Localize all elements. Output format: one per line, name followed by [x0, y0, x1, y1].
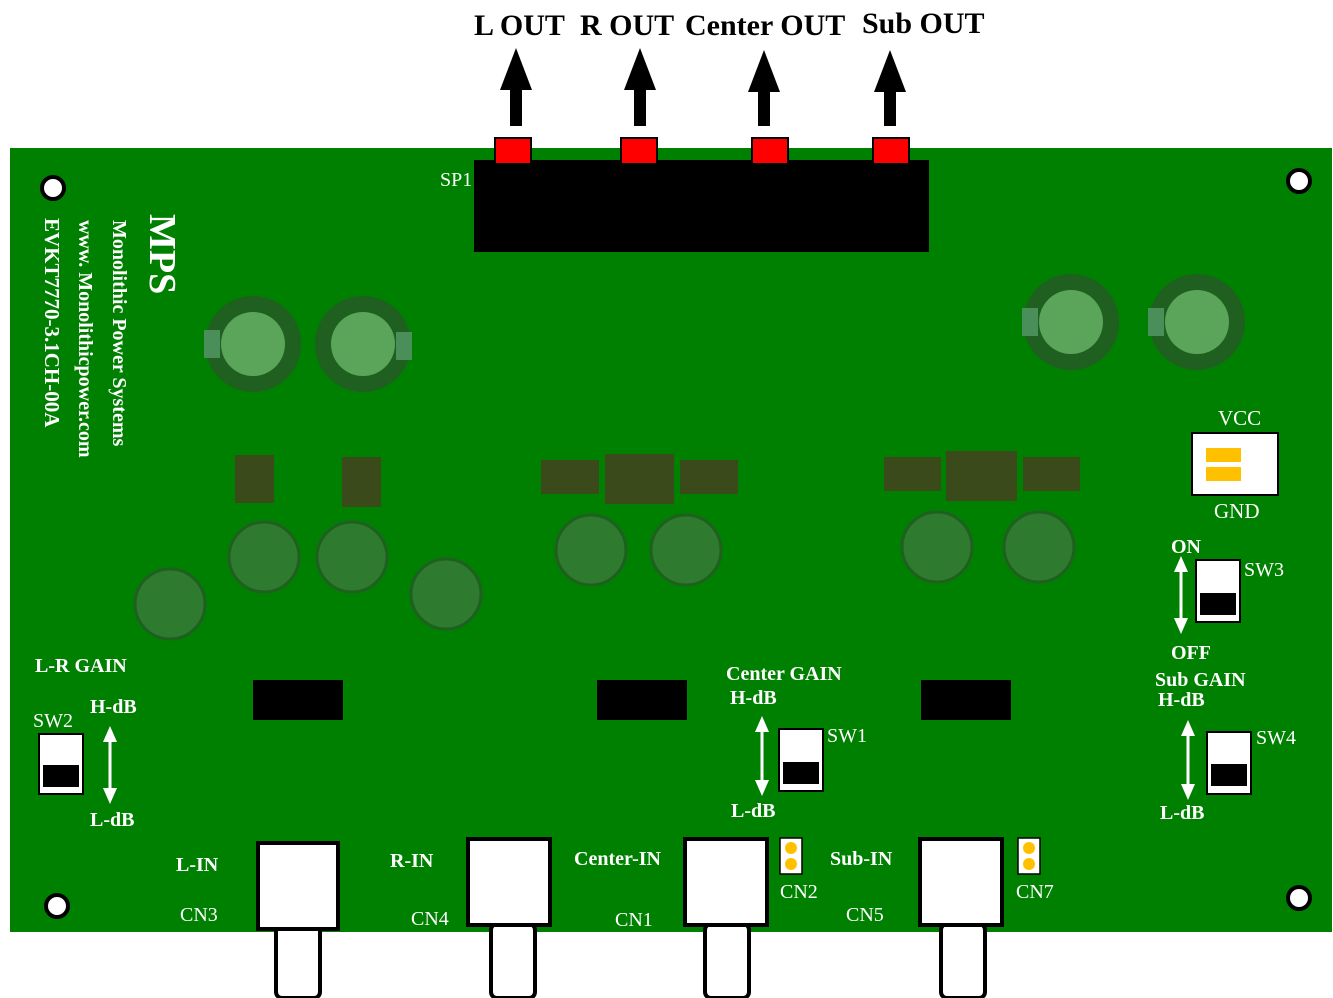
- output-pad-r: [620, 137, 658, 165]
- component-round-2: [227, 520, 301, 594]
- vcc-label: VCC: [1218, 406, 1261, 430]
- input-label-l: L-IN: [176, 854, 219, 876]
- output-label-r: R OUT: [580, 9, 674, 42]
- component-round-3: [315, 520, 389, 594]
- capacitor-large-3: [1022, 274, 1119, 370]
- capacitor-large-1: [204, 296, 301, 392]
- sw3-label: SW3: [1244, 559, 1284, 581]
- sw4-label: SW4: [1256, 727, 1296, 749]
- output-pad-sub: [872, 137, 910, 165]
- output-arrow-r: [624, 48, 656, 126]
- capacitor-large-4: [1148, 274, 1245, 370]
- output-pad-center: [751, 137, 789, 165]
- mounting-hole-br: [1286, 885, 1312, 911]
- sw4-direction-arrow: [1181, 720, 1195, 800]
- sw3-direction-arrow: [1174, 556, 1188, 634]
- input-connector-cn1: CN1: [615, 909, 653, 931]
- jumper-cn2-label: CN2: [780, 881, 818, 903]
- sub-gain-low: L-dB: [1160, 802, 1204, 824]
- sw1-direction-arrow: [755, 716, 769, 796]
- smd-4: [605, 454, 674, 504]
- smd-3: [541, 460, 599, 494]
- smd-7: [946, 451, 1017, 501]
- output-arrow-center: [748, 50, 780, 126]
- ic-center: [597, 680, 687, 720]
- input-connector-cn3: CN3: [180, 904, 218, 926]
- output-arrow-sub: [874, 50, 906, 126]
- brand-model: EVKT7770-3.1CH-00A: [40, 218, 64, 428]
- output-label-l: L OUT: [474, 9, 565, 42]
- power-jumper-pin-2: [1206, 467, 1241, 481]
- output-label-sub: Sub OUT: [862, 7, 985, 40]
- ic-sub: [921, 680, 1011, 720]
- sw3-off-label: OFF: [1171, 642, 1211, 664]
- lr-gain-high: H-dB: [90, 696, 137, 718]
- sw1-actuator: [783, 762, 819, 784]
- input-jack-cn4[interactable]: [466, 837, 552, 998]
- sw4-actuator: [1211, 764, 1247, 786]
- brand-logo-group: MPS: [141, 214, 183, 294]
- sw2-label: SW2: [33, 710, 73, 732]
- jumper-cn2-pin-2: [785, 858, 797, 870]
- smd-2: [342, 457, 381, 507]
- power-jumper-pin-1: [1206, 448, 1241, 462]
- lr-gain-title: L-R GAIN: [35, 655, 127, 677]
- sub-gain-high: H-dB: [1158, 689, 1205, 711]
- output-label-center: Center OUT: [685, 9, 845, 42]
- ic-lr: [253, 680, 343, 720]
- brand-website: www. Monolithicpower.com: [74, 220, 96, 458]
- sw3-on-label: ON: [1171, 536, 1202, 558]
- center-gain-high: H-dB: [730, 687, 777, 709]
- component-round-7: [900, 510, 974, 584]
- input-connector-cn4: CN4: [411, 908, 449, 930]
- smd-5: [680, 460, 738, 494]
- connector-label-sp1: SP1: [440, 169, 472, 191]
- brand-model-group: EVKT7770-3.1CH-00A: [40, 218, 64, 428]
- jumper-cn7-pin-2: [1023, 858, 1035, 870]
- component-round-5: [554, 513, 628, 587]
- component-round-8: [1002, 510, 1076, 584]
- brand-company: Monolithic Power Systems: [108, 220, 130, 446]
- sw1-label: SW1: [827, 725, 867, 747]
- sub-gain-title: Sub GAIN: [1155, 669, 1246, 691]
- lr-gain-low: L-dB: [90, 809, 134, 831]
- input-jack-cn1[interactable]: [683, 837, 769, 998]
- input-jack-cn5[interactable]: [918, 837, 1004, 998]
- jumper-cn7-pin-1: [1023, 842, 1035, 854]
- capacitor-large-2: [315, 296, 412, 392]
- center-gain-title: Center GAIN: [726, 663, 842, 685]
- component-round-4: [409, 557, 483, 631]
- jumper-cn7-label: CN7: [1016, 881, 1054, 903]
- mounting-hole-bl: [44, 893, 70, 919]
- component-round-1: [133, 567, 207, 641]
- jumper-cn2-pin-1: [785, 842, 797, 854]
- sw3-actuator: [1200, 593, 1236, 615]
- center-gain-low: L-dB: [731, 800, 775, 822]
- input-connector-cn5: CN5: [846, 904, 884, 926]
- sw2-actuator: [43, 765, 79, 787]
- smd-8: [1023, 457, 1080, 491]
- input-label-r: R-IN: [390, 850, 434, 872]
- mounting-hole-tr: [1286, 168, 1312, 194]
- input-jack-cn3[interactable]: [256, 841, 340, 998]
- brand-logo: MPS: [141, 214, 183, 294]
- brand-company-group: Monolithic Power Systems: [108, 220, 130, 446]
- smd-1: [235, 455, 274, 503]
- component-round-6: [649, 513, 723, 587]
- input-label-sub: Sub-IN: [830, 848, 893, 870]
- sw2-direction-arrow: [103, 726, 117, 804]
- input-label-center: Center-IN: [574, 848, 662, 870]
- gnd-label: GND: [1214, 499, 1260, 523]
- power-jumper[interactable]: [1191, 432, 1279, 496]
- output-connector-sp1: [474, 160, 929, 252]
- output-pad-l: [494, 137, 532, 165]
- smd-6: [884, 457, 941, 491]
- output-arrow-l: [500, 48, 532, 126]
- brand-website-group: www. Monolithicpower.com: [74, 220, 96, 458]
- mounting-hole-tl: [40, 175, 66, 201]
